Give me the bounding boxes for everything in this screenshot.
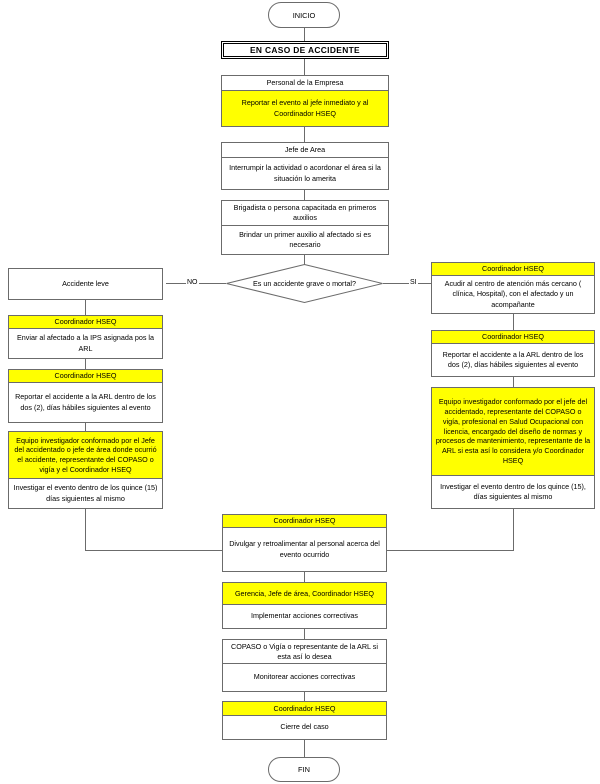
node-left-reportar-arl-role: Coordinador HSEQ [9, 370, 162, 383]
connector-reportar-to-equipo [85, 423, 86, 431]
connector-start-to-title [304, 28, 305, 41]
node-brigadista[interactable]: Brigadista o persona capacitada en prime… [221, 200, 389, 255]
node-divulgar-role: Coordinador HSEQ [223, 515, 386, 528]
connector-divulgar-to-implementar [304, 572, 305, 582]
node-left-ips[interactable]: Coordinador HSEQ Enviar al afectado a la… [8, 315, 163, 359]
connector-personal-to-jefe [304, 127, 305, 142]
node-left-ips-action: Enviar al afectado a la IPS asignada pos… [9, 329, 162, 358]
node-left-equipo-investigador-action: Investigar el evento dentro de los quinc… [9, 479, 162, 508]
edge-label-no: NO [186, 279, 199, 286]
decision-accidente-grave[interactable]: Es un accidente grave o mortal? [226, 264, 383, 303]
node-right-reportar-arl-action: Reportar el accidente a la ARL dentro de… [432, 344, 594, 376]
connector-decision-si [383, 283, 431, 284]
node-implementar-acciones[interactable]: Gerencia, Jefe de área, Coordinador HSEQ… [222, 582, 387, 629]
node-left-reportar-arl[interactable]: Coordinador HSEQ Reportar el accidente a… [8, 369, 163, 423]
node-cierre-caso-role: Coordinador HSEQ [223, 702, 386, 716]
node-right-reportar-arl[interactable]: Coordinador HSEQ Reportar el accidente a… [431, 330, 595, 377]
node-right-equipo-investigador-action: Investigar el evento dentro de los quinc… [432, 476, 594, 508]
connector-jefe-to-brigadista [304, 190, 305, 200]
node-cierre-caso-action: Cierre del caso [223, 716, 386, 739]
node-divulgar[interactable]: Coordinador HSEQ Divulgar y retroaliment… [222, 514, 387, 572]
diagram-title-box: EN CASO DE ACCIDENTE [221, 41, 389, 59]
node-right-acudir-centro-role: Coordinador HSEQ [432, 263, 594, 276]
node-implementar-acciones-role: Gerencia, Jefe de área, Coordinador HSEQ [223, 583, 386, 605]
end-terminator[interactable]: FIN [268, 757, 340, 782]
connector-cierre-to-end [304, 740, 305, 757]
node-personal-empresa[interactable]: Personal de la Empresa Reportar el event… [221, 75, 389, 127]
node-brigadista-role: Brigadista o persona capacitada en prime… [222, 201, 388, 226]
node-monitorear-acciones[interactable]: COPASO o Vigía o representante de la ARL… [222, 639, 387, 692]
node-right-equipo-investigador[interactable]: Equipo investigador conformado por el je… [431, 387, 595, 509]
connector-title-to-personal [304, 59, 305, 75]
connector-right-reportar-to-equipo [513, 377, 514, 387]
node-jefe-area-role: Jefe de Area [222, 143, 388, 158]
edge-label-si: SI [409, 279, 418, 286]
node-implementar-acciones-action: Implementar acciones correctivas [223, 605, 386, 628]
decision-diamond-shape [226, 264, 383, 303]
connector-monitorear-to-cierre [304, 692, 305, 701]
node-jefe-area[interactable]: Jefe de Area Interrumpir la actividad o … [221, 142, 389, 190]
node-right-reportar-arl-role: Coordinador HSEQ [432, 331, 594, 344]
end-label: FIN [298, 765, 310, 774]
connector-brigadista-to-decision [304, 255, 305, 268]
node-monitorear-acciones-action: Monitorear acciones correctivas [223, 664, 386, 691]
connector-leve-to-ips [85, 300, 86, 315]
node-monitorear-acciones-role: COPASO o Vigía o representante de la ARL… [223, 640, 386, 664]
connector-ips-to-reportar [85, 359, 86, 369]
connector-implementar-to-monitorear [304, 629, 305, 639]
start-label: INICIO [292, 10, 316, 20]
connector-acudir-to-reportar [513, 314, 514, 330]
start-terminator[interactable]: INICIO [268, 2, 340, 28]
node-left-ips-role: Coordinador HSEQ [9, 316, 162, 329]
node-brigadista-action: Brindar un primer auxilio al afectado si… [222, 226, 388, 254]
node-right-acudir-centro[interactable]: Coordinador HSEQ Acudir al centro de ate… [431, 262, 595, 314]
node-personal-empresa-role: Personal de la Empresa [222, 76, 388, 91]
connector-right-equipo-down [513, 509, 514, 550]
node-accidente-leve[interactable]: Accidente leve [8, 268, 163, 300]
page-title: EN CASO DE ACCIDENTE [250, 45, 360, 55]
connector-right-to-divulgar [387, 550, 514, 551]
node-divulgar-action: Divulgar y retroalimentar al personal ac… [223, 528, 386, 571]
node-cierre-caso[interactable]: Coordinador HSEQ Cierre del caso [222, 701, 387, 740]
node-right-equipo-investigador-role: Equipo investigador conformado por el je… [432, 388, 594, 476]
node-right-acudir-centro-action: Acudir al centro de atención más cercano… [432, 276, 594, 314]
node-left-reportar-arl-action: Reportar el accidente a la ARL dentro de… [9, 383, 162, 422]
node-personal-empresa-action: Reportar el evento al jefe inmediato y a… [222, 91, 388, 126]
node-left-equipo-investigador[interactable]: Equipo investigador conformado por el Je… [8, 431, 163, 509]
connector-left-equipo-down [85, 509, 86, 550]
connector-left-to-divulgar [85, 550, 222, 551]
node-left-equipo-investigador-role: Equipo investigador conformado por el Je… [9, 432, 162, 479]
node-accidente-leve-action: Accidente leve [9, 269, 162, 299]
node-jefe-area-action: Interrumpir la actividad o acordonar el … [222, 158, 388, 189]
